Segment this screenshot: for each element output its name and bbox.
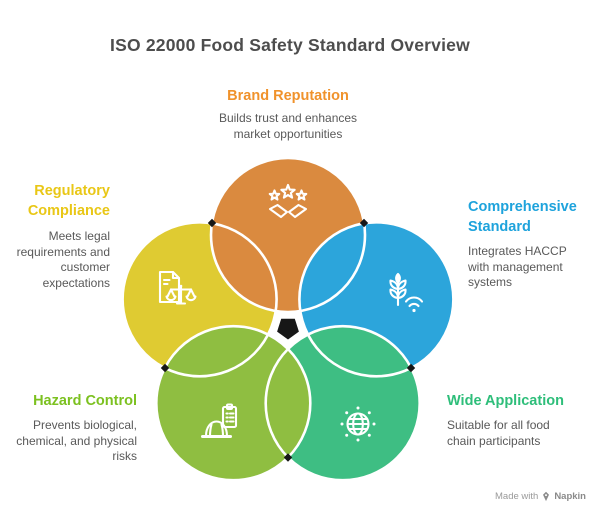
center-pentagon xyxy=(277,318,299,340)
segment-brand-reputation: Brand Reputation Builds trust and enhanc… xyxy=(178,86,398,142)
attribution: Made with Napkin xyxy=(495,491,586,502)
segment-label: Hazard Control xyxy=(33,393,137,409)
segment-description: Prevents biological,chemical, and physic… xyxy=(16,418,137,463)
globe-network-icon xyxy=(340,406,376,442)
segment-hazard-control: Hazard Control Prevents biological,chemi… xyxy=(0,391,137,465)
stars-handshake-icon xyxy=(268,183,308,219)
pen-nib-icon xyxy=(541,491,551,502)
hardhat-checklist-icon xyxy=(201,403,238,438)
circle-outlines xyxy=(121,156,455,482)
attribution-prefix: Made with xyxy=(495,491,539,502)
segment-label: Wide Application xyxy=(447,393,564,409)
attribution-brand: Napkin xyxy=(554,491,586,502)
circle-hazard-control xyxy=(156,326,311,481)
circle-wide-application xyxy=(265,326,420,481)
page-title: ISO 22000 Food Safety Standard Overview xyxy=(110,35,470,55)
wheat-signal-icon xyxy=(389,272,424,313)
document-scales-icon xyxy=(158,270,197,305)
segment-label: Brand Reputation xyxy=(227,88,349,104)
